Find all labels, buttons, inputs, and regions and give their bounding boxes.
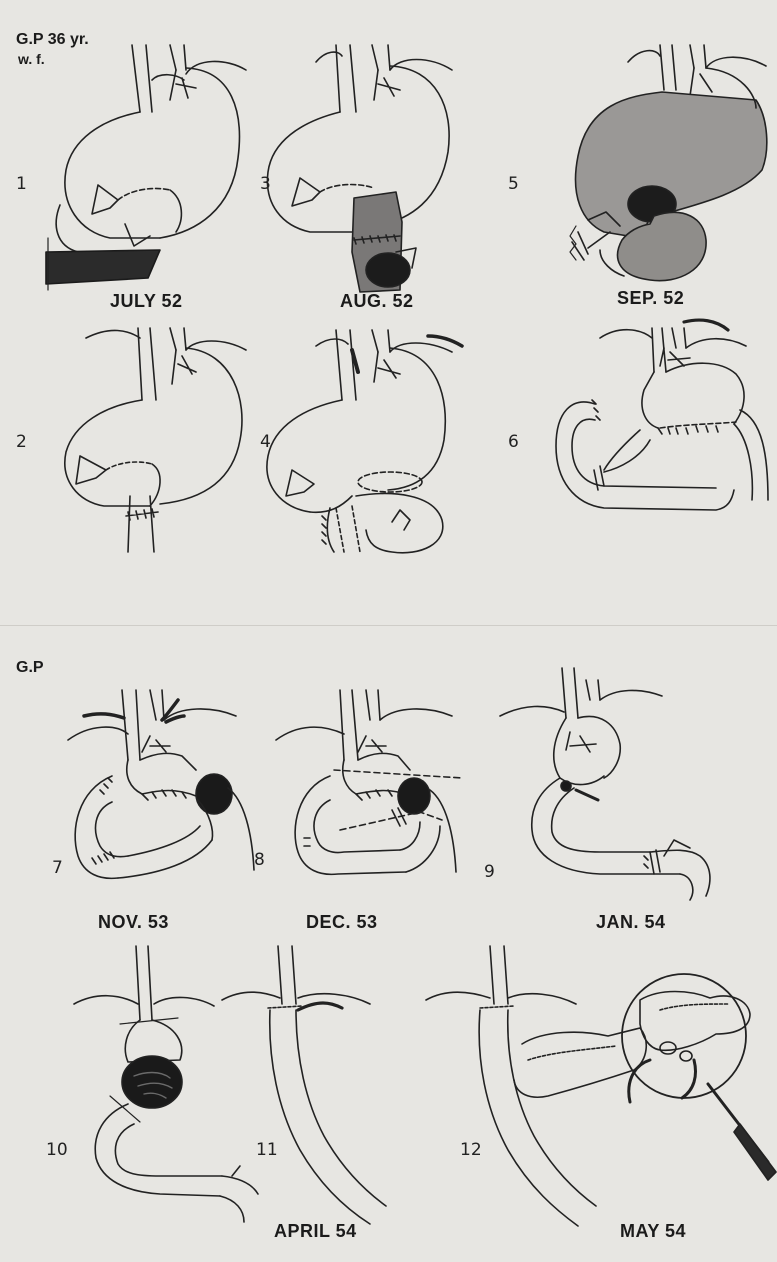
panel-3-drawing bbox=[267, 45, 452, 292]
panel-12-drawing bbox=[426, 946, 776, 1226]
panel-9-drawing bbox=[500, 668, 710, 900]
caption-panel-11: APRIL 54 bbox=[274, 1221, 357, 1242]
panel-number-2: 2 bbox=[16, 432, 27, 452]
panel-number-3: 3 bbox=[260, 174, 271, 194]
caption-panel-5: SEP. 52 bbox=[617, 288, 684, 309]
panel-number-10: 10 bbox=[46, 1140, 68, 1160]
caption-panel-12: MAY 54 bbox=[620, 1221, 686, 1242]
panel-1-drawing bbox=[46, 45, 246, 290]
panel-6-drawing bbox=[556, 320, 768, 510]
panel-number-4: 4 bbox=[260, 432, 271, 452]
panel-10-drawing bbox=[74, 946, 258, 1222]
caption-panel-8: DEC. 53 bbox=[306, 912, 378, 933]
panel-number-1: 1 bbox=[16, 174, 27, 194]
panel-5-drawing bbox=[570, 45, 767, 281]
panel-4-drawing bbox=[267, 330, 462, 553]
panel-number-5: 5 bbox=[508, 174, 519, 194]
patient-sex-label: w. f. bbox=[18, 50, 45, 69]
panel-2-drawing bbox=[65, 328, 246, 552]
panel-8-drawing bbox=[276, 690, 462, 874]
caption-panel-9: JAN. 54 bbox=[596, 912, 666, 933]
panel-7-drawing bbox=[68, 690, 254, 878]
panel-number-6: 6 bbox=[508, 432, 519, 452]
second-patient-label: G.P bbox=[16, 658, 44, 677]
patient-id-label: G.P 36 yr. bbox=[16, 30, 89, 49]
caption-panel-1: JULY 52 bbox=[110, 291, 183, 312]
caption-panel-7: NOV. 53 bbox=[98, 912, 169, 933]
panel-number-7: 7 bbox=[52, 858, 63, 878]
caption-panel-3: AUG. 52 bbox=[340, 291, 414, 312]
panel-number-9: 9 bbox=[484, 862, 495, 882]
panel-number-11: 11 bbox=[256, 1140, 278, 1160]
panel-number-12: 12 bbox=[460, 1140, 482, 1160]
panel-number-8: 8 bbox=[254, 850, 265, 870]
